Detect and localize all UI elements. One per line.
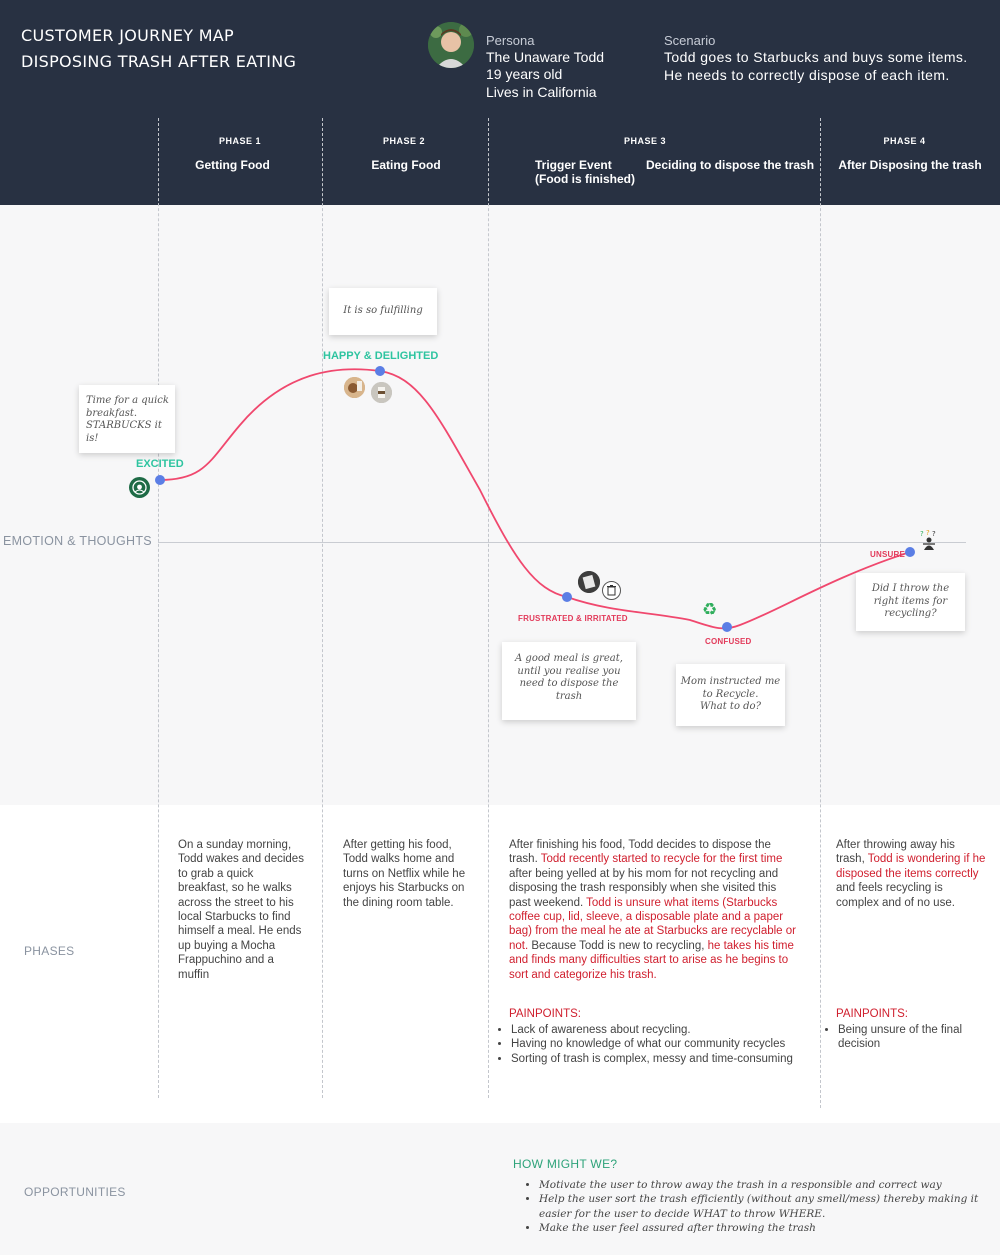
food-photo-icon (344, 377, 365, 398)
persona-age: 19 years old (486, 66, 563, 82)
thought-text: STARBUCKS it is! (86, 420, 162, 444)
emotion-chart-area (0, 205, 1000, 805)
thought-text: right items for (873, 595, 948, 607)
phase-2-name: Eating Food (371, 158, 441, 172)
scenario-line-1: Todd goes to Starbucks and buys some ite… (664, 49, 968, 65)
persona-name: The Unaware Todd (486, 49, 605, 65)
phase-4-painpoints-list: Being unsure of the final decision (810, 1023, 998, 1052)
persona-label: Persona (486, 33, 535, 48)
emotion-label-unsure: UNSURE (870, 550, 905, 559)
phase-2-description: After getting his food, Todd walks home … (343, 839, 466, 909)
svg-text:?: ? (926, 529, 930, 537)
painpoint-item: Being unsure of the final decision (838, 1023, 998, 1052)
phase-4-description: After throwing away his trash, Todd is w… (836, 839, 986, 909)
opportunities-section (0, 1123, 1000, 1255)
confused-person-icon: ??? (919, 529, 939, 551)
painpoint-item: Having no knowledge of what our communit… (511, 1037, 801, 1051)
scenario-label: Scenario (664, 33, 716, 48)
opportunities-row-label: OPPORTUNITIES (24, 1185, 126, 1199)
opportunity-item: Motivate the user to throw away the tras… (539, 1178, 979, 1192)
unsure-point (905, 547, 915, 557)
confused-point (722, 622, 732, 632)
scenario-line-2: He needs to correctly dispose of each it… (664, 67, 950, 83)
trash-bin-icon (602, 581, 621, 600)
frustrated-point (562, 592, 572, 602)
phase-4-name: After Disposing the trash (838, 158, 982, 172)
phase-2-number: PHASE 2 (382, 136, 425, 146)
avatar (428, 22, 474, 68)
phase-3-number: PHASE 3 (623, 136, 666, 146)
phases-row-label: PHASES (24, 944, 75, 958)
excited-point (155, 475, 165, 485)
opportunities-list: Motivate the user to throw away the tras… (513, 1178, 979, 1235)
starbucks-logo-icon (129, 477, 150, 498)
phase-1-number: PHASE 1 (218, 136, 261, 146)
thought-text: A good meal is great, (515, 653, 623, 664)
header: CUSTOMER JOURNEY MAP DISPOSING TRASH AFT… (0, 0, 1000, 118)
svg-text:?: ? (920, 530, 924, 538)
thought-text: Did I throw the (871, 583, 950, 594)
coffee-photo-icon (371, 382, 392, 403)
thought-text: recycling? (884, 608, 937, 619)
thought-text: trash (555, 690, 583, 702)
phase-3-painpoints-label: PAINPOINTS: (509, 1008, 581, 1020)
divider-4 (820, 118, 821, 1108)
thought-bubble-happy: It is so fulfilling (329, 288, 437, 335)
map-subtitle: DISPOSING TRASH AFTER EATING (21, 52, 297, 71)
divider-2 (322, 118, 323, 1098)
thought-text: Mom instructed me (680, 676, 781, 687)
thought-bubble-confused: Mom instructed me to Recycle. What to do… (676, 664, 785, 726)
emotion-row-label: EMOTION & THOUGHTS (3, 534, 152, 548)
emotion-label-frustrated: FRUSTRATED & IRRITATED (518, 614, 628, 623)
phase-4-number: PHASE 4 (883, 136, 926, 146)
emotion-baseline (158, 542, 966, 543)
thought-text: breakfast. (86, 407, 138, 419)
painpoint-item: Lack of awareness about recycling. (511, 1023, 801, 1037)
phase-3-trigger-line-1: Trigger Event (535, 158, 612, 172)
phase-3-deciding: Deciding to dispose the trash (646, 158, 815, 172)
svg-text:?: ? (932, 530, 936, 538)
phase-4-painpoints-label: PAINPOINTS: (836, 1008, 908, 1020)
phase-1-name: Getting Food (195, 158, 270, 172)
thought-text: need to dispose the (519, 678, 619, 689)
thought-text: Time for a quick (86, 395, 169, 406)
phase-3-trigger-line-2: (Food is finished) (535, 172, 635, 186)
opportunity-item: Help the user sort the trash efficiently… (539, 1192, 979, 1221)
phase-1-description: On a sunday morning, Todd wakes and deci… (178, 839, 304, 981)
thought-text: It is so fulfilling (343, 305, 423, 316)
emotion-label-happy: HAPPY & DELIGHTED (323, 350, 439, 362)
emotion-label-excited: EXCITED (136, 458, 184, 470)
thought-text: What to do? (700, 701, 761, 712)
phase-3-description: After finishing his food, Todd decides t… (509, 839, 797, 981)
thought-text: to Recycle. (702, 688, 759, 700)
persona-location: Lives in California (486, 84, 597, 100)
divider-1 (158, 118, 159, 1098)
happy-point (375, 366, 385, 376)
map-title: CUSTOMER JOURNEY MAP (21, 26, 234, 45)
phase-3-painpoints-list: Lack of awareness about recycling. Havin… (483, 1023, 801, 1066)
thought-bubble-unsure: Did I throw the right items for recyclin… (856, 573, 965, 631)
painpoint-item: Sorting of trash is complex, messy and t… (511, 1052, 801, 1066)
divider-3 (488, 118, 489, 1098)
phases-section (0, 805, 1000, 1123)
phase-bar: PHASE 1 Getting Food PHASE 2 Eating Food… (0, 118, 1000, 205)
recycle-icon: ♻ (702, 600, 718, 620)
thought-bubble-excited: Time for a quick breakfast. STARBUCKS it… (79, 385, 175, 453)
trash-photo-icon (578, 571, 600, 593)
how-might-we-heading: HOW MIGHT WE? (513, 1157, 618, 1171)
emotion-label-confused: CONFUSED (705, 637, 752, 646)
thought-text: until you realise you (517, 665, 621, 677)
opportunity-item: Make the user feel assured after throwin… (539, 1221, 979, 1235)
thought-bubble-frustrated: A good meal is great, until you realise … (502, 642, 636, 720)
